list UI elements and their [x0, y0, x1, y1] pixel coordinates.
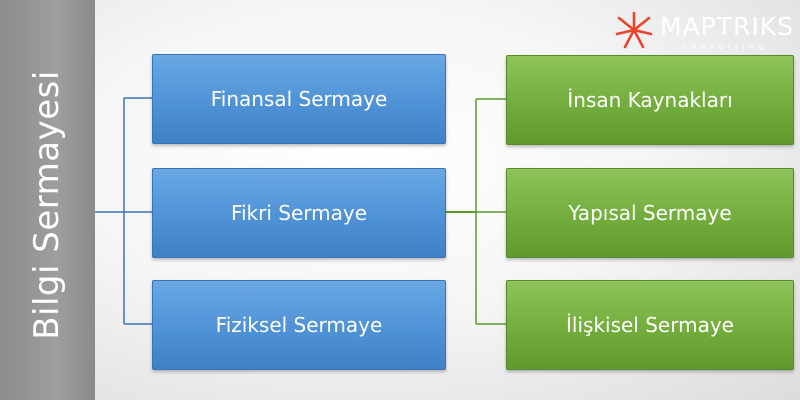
logo-name: MAPTRIKS [660, 12, 795, 41]
logo-star-icon [615, 11, 653, 49]
box-label: İnsan Kaynakları [567, 88, 733, 112]
box-iliskisel-sermaye: İlişkisel Sermaye [506, 280, 794, 370]
box-label: Fikri Sermaye [230, 201, 368, 225]
box-label: İlişkisel Sermaye [566, 313, 734, 337]
maptriks-logo: MAPTRIKS consulting [612, 6, 796, 56]
sidebar: Bilgi Sermayesi [0, 0, 95, 400]
logo-subtitle: consulting [682, 42, 769, 51]
box-insan-kaynaklari: İnsan Kaynakları [506, 55, 794, 145]
box-fiziksel-sermaye: Fiziksel Sermaye [152, 280, 446, 370]
box-fikri-sermaye: Fikri Sermaye [152, 168, 446, 258]
box-yapisal-sermaye: Yapısal Sermaye [506, 168, 794, 258]
box-label: Yapısal Sermaye [568, 201, 732, 225]
box-label: Fiziksel Sermaye [215, 313, 383, 337]
box-label: Finansal Sermaye [210, 87, 388, 111]
box-finansal-sermaye: Finansal Sermaye [152, 54, 446, 144]
